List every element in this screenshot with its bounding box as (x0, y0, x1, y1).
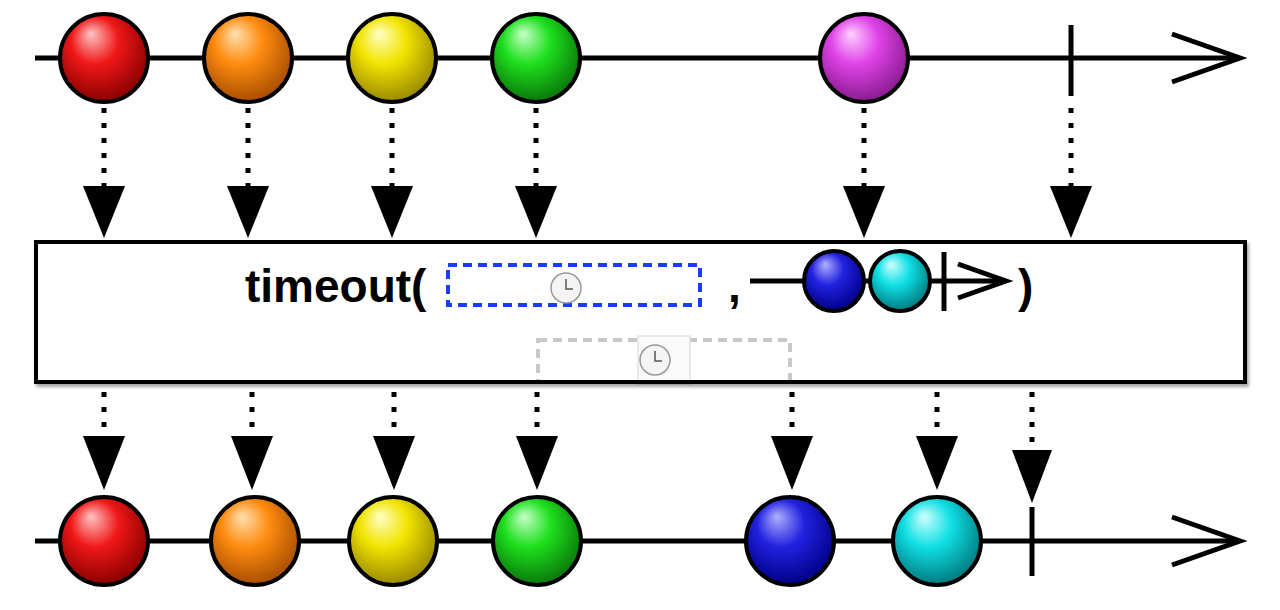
arrow-head (771, 436, 813, 490)
arrow-shaft (102, 392, 107, 436)
arrow-shaft (250, 392, 255, 436)
blue-marble (804, 251, 864, 311)
cyan-marble (870, 251, 930, 311)
arrow-shaft (392, 392, 397, 436)
arrow-head (843, 186, 885, 238)
arrow-head (227, 186, 269, 238)
arrow-shaft (534, 108, 539, 186)
arrow-shaft (1030, 392, 1035, 450)
completion-tick (1069, 25, 1074, 96)
arrow-head (231, 436, 273, 490)
timeline-arrowhead (1172, 517, 1240, 565)
arrow-shaft (935, 392, 940, 436)
arrow-shaft (790, 392, 795, 436)
clock-icon (551, 273, 581, 303)
arrow-shaft (535, 392, 540, 436)
arrow-head (916, 436, 958, 490)
red-marble (60, 14, 148, 102)
orange-marble (204, 14, 292, 102)
arrow-head (371, 186, 413, 238)
arrow-head (515, 186, 557, 238)
input-arrow-heads (83, 186, 1092, 238)
cyan-marble (893, 497, 981, 585)
timeout-duration-box (448, 265, 700, 305)
arrow-head (516, 436, 558, 490)
operator-label: ) (1018, 263, 1033, 309)
completion-tick (1030, 507, 1035, 576)
output-arrow-heads (83, 436, 1052, 503)
arrow-head (83, 436, 125, 490)
arrow-shaft (862, 108, 867, 186)
operator-label: , (728, 263, 741, 309)
clock-backdrop (638, 336, 690, 384)
operator-box: timeout(,) (34, 240, 1247, 384)
clock-hands (655, 351, 662, 361)
blue-marble (746, 497, 834, 585)
clock-hands (566, 279, 573, 289)
clock-face (551, 273, 581, 303)
arrow-head (83, 186, 125, 238)
arrow-head (373, 436, 415, 490)
timeline-arrowhead (958, 264, 1006, 298)
arrow-shaft (246, 108, 251, 186)
green-marble (493, 497, 581, 585)
yellow-marble (349, 497, 437, 585)
arrow-shaft (1069, 108, 1074, 186)
red-marble (60, 497, 148, 585)
clock-face (640, 345, 670, 375)
orange-marble (211, 497, 299, 585)
arrow-head (1012, 450, 1052, 503)
arrow-shaft (390, 108, 395, 186)
magenta-marble (820, 14, 908, 102)
arrow-shaft (102, 108, 107, 186)
completion-tick (942, 252, 947, 311)
timeline-arrowhead (1172, 34, 1240, 82)
clock-icon (640, 345, 670, 375)
operator-label: timeout( (245, 263, 426, 309)
arrow-head (1050, 186, 1092, 238)
input-arrow-shafts (104, 108, 1071, 186)
green-marble (492, 14, 580, 102)
yellow-marble (348, 14, 436, 102)
